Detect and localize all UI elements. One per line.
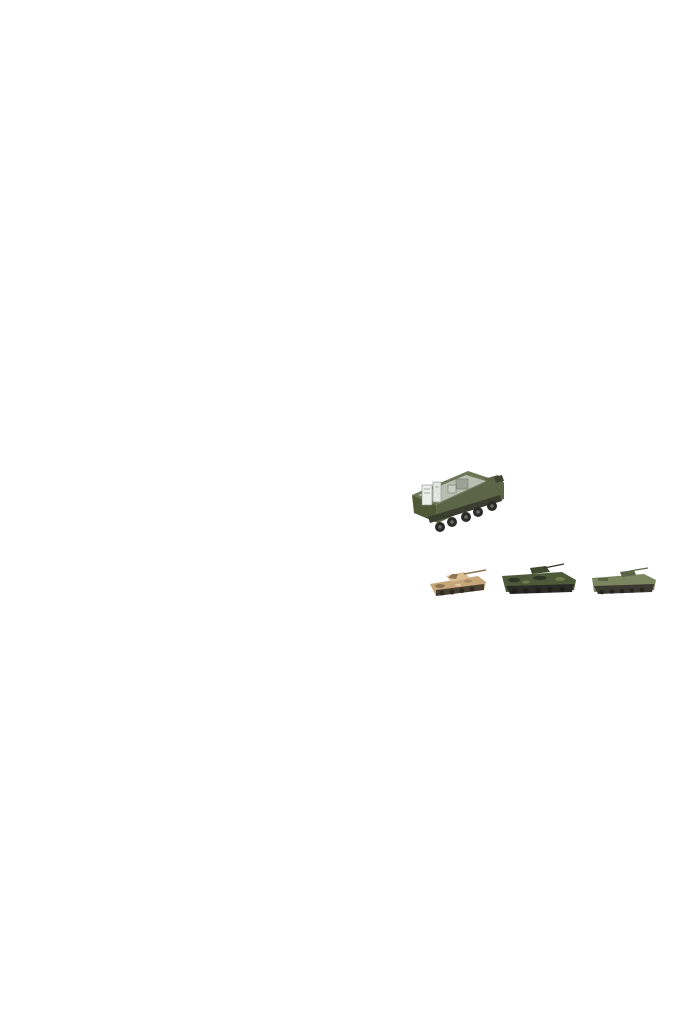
truck-shelter-cutaway-icon <box>412 471 504 532</box>
olive-apc-icon <box>592 567 656 595</box>
desert-tank-icon <box>430 569 487 596</box>
woodland-ifv-icon <box>502 563 576 594</box>
